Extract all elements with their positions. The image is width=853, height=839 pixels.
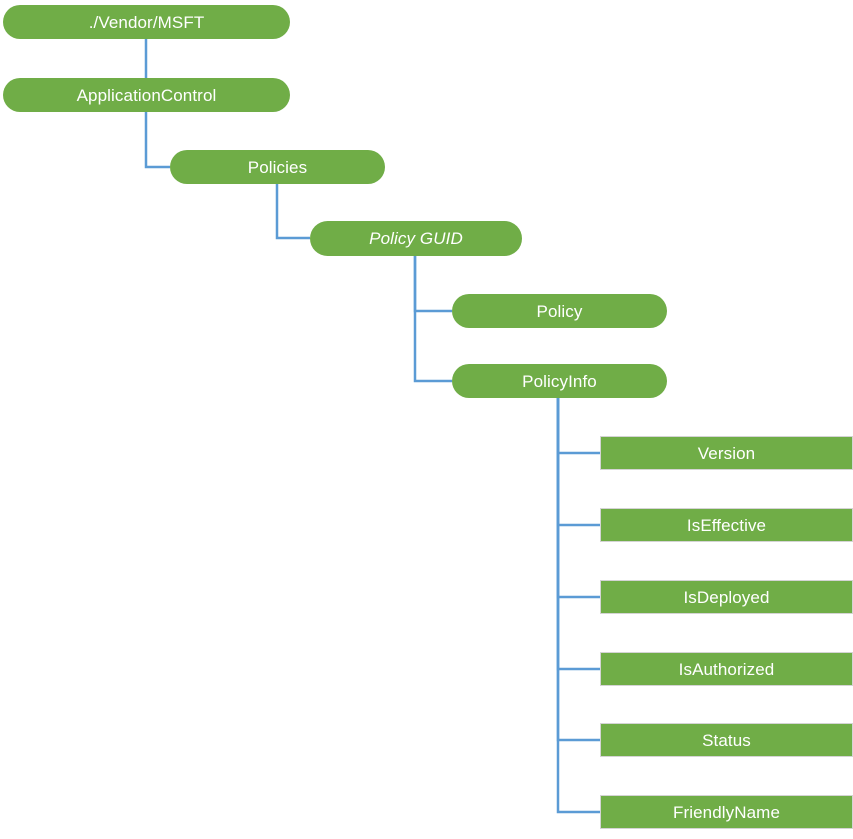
node-label-isauthorized: IsAuthorized — [678, 659, 775, 679]
connector-policyinfo-to-friendlyname — [556, 398, 600, 814]
node-label-iseffective: IsEffective — [686, 515, 767, 535]
node-isdeployed[interactable]: IsDeployed — [600, 580, 853, 614]
node-label-policy: Policy — [536, 301, 583, 321]
node-label-status: Status — [702, 730, 751, 750]
node-label-policies: Policies — [247, 157, 308, 177]
node-label-version: Version — [697, 443, 756, 463]
node-iseffective[interactable]: IsEffective — [600, 508, 853, 542]
node-label-friendlyname: FriendlyName — [672, 802, 780, 822]
connector-policyguid-to-policy — [413, 256, 452, 313]
node-label-vendor: ./Vendor/MSFT — [88, 12, 205, 32]
node-policies[interactable]: Policies — [170, 150, 385, 184]
node-policyinfo[interactable]: PolicyInfo — [452, 364, 667, 398]
node-label-policyinfo: PolicyInfo — [522, 371, 597, 391]
connector-policyguid-to-policyinfo — [413, 256, 452, 383]
node-policy[interactable]: Policy — [452, 294, 667, 328]
node-label-appcontrol: ApplicationControl — [76, 85, 217, 105]
node-version[interactable]: Version — [600, 436, 853, 470]
node-label-policyguid: Policy GUID — [369, 229, 463, 248]
node-status[interactable]: Status — [600, 723, 853, 757]
connector-policyinfo-to-isauthorized — [556, 398, 600, 671]
connector-policies-to-policyguid — [275, 184, 310, 240]
node-isauthorized[interactable]: IsAuthorized — [600, 652, 853, 686]
node-label-isdeployed: IsDeployed — [683, 587, 770, 607]
connector-policyinfo-to-isdeployed — [556, 398, 600, 599]
node-friendlyname[interactable]: FriendlyName — [600, 795, 853, 829]
node-policyguid[interactable]: Policy GUID — [310, 221, 522, 256]
node-appcontrol[interactable]: ApplicationControl — [3, 78, 290, 112]
connector-policyinfo-to-version — [556, 398, 600, 455]
connector-policyinfo-to-status — [556, 398, 600, 742]
node-vendor[interactable]: ./Vendor/MSFT — [3, 5, 290, 39]
connector-policyinfo-to-iseffective — [556, 398, 600, 527]
connector-appcontrol-to-policies — [144, 112, 170, 169]
